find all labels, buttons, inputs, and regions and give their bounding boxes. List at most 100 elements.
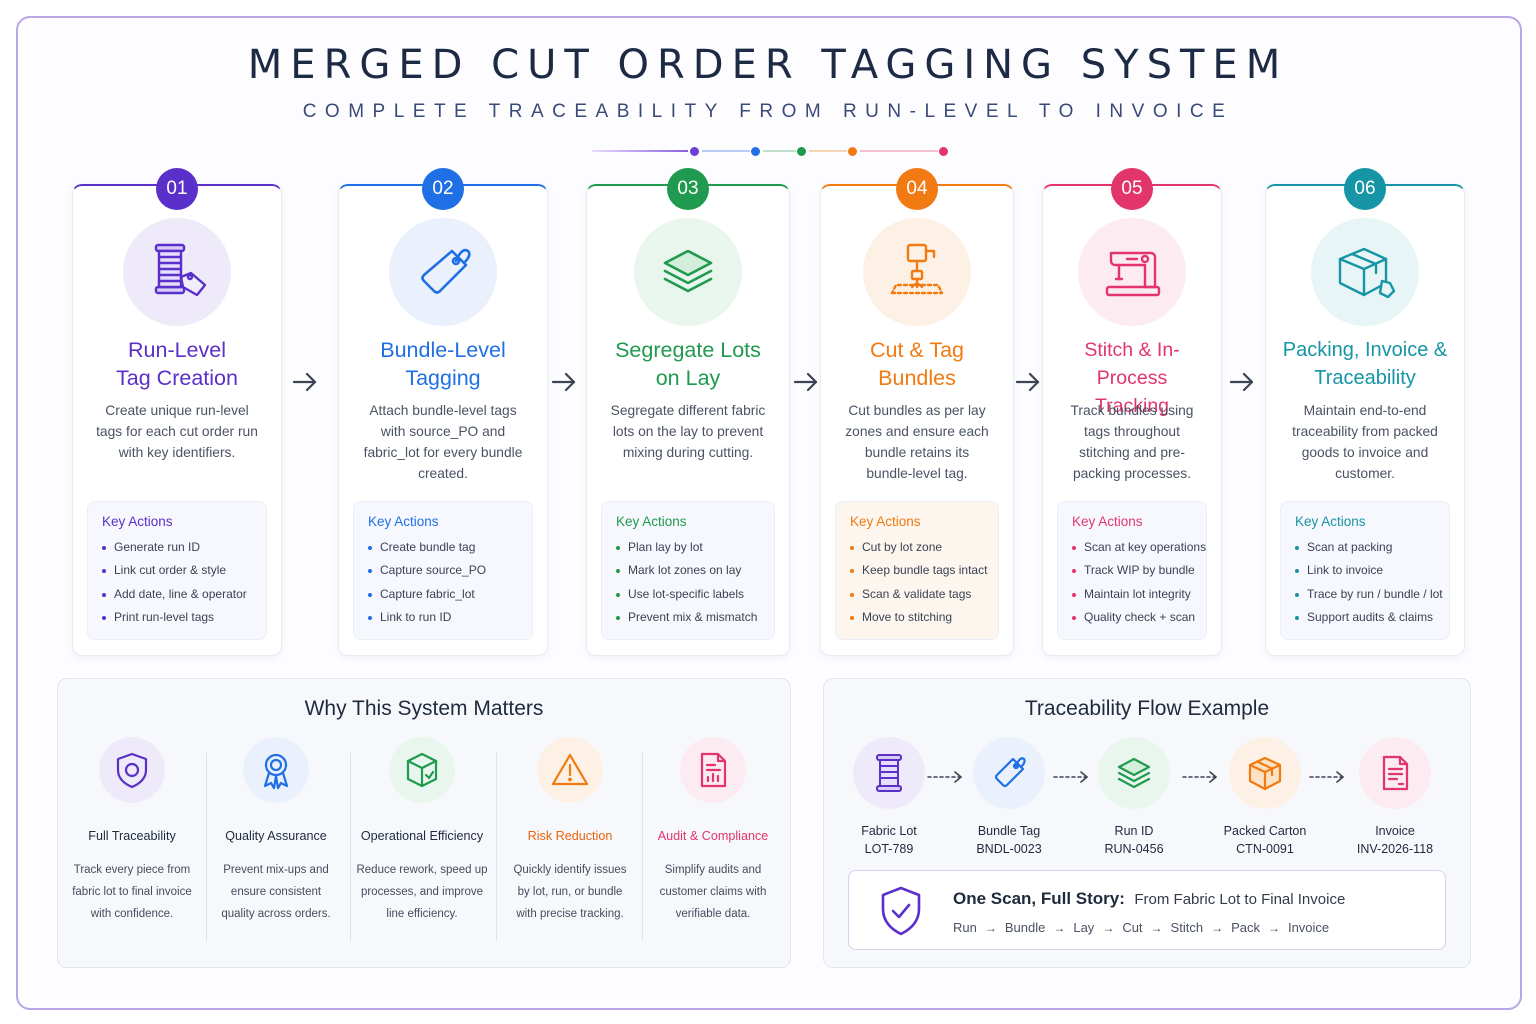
key-action-item: Quality check + scan <box>1072 606 1195 629</box>
step-arrow-icon <box>292 372 317 392</box>
why-item-traceability: Full Traceability Track every piece from… <box>60 737 204 937</box>
step-description: Track bundles using tags throughout stit… <box>1070 403 1194 481</box>
key-action-item: Capture fabric_lot <box>368 583 518 606</box>
report-document-icon <box>680 737 746 803</box>
dashed-arrow-icon <box>1182 771 1218 783</box>
dashed-arrow-icon <box>1053 771 1089 783</box>
why-item-title: Audit & Compliance <box>657 829 769 843</box>
divider <box>350 753 351 941</box>
step-number-badge: 06 <box>1344 168 1386 210</box>
step-description: Maintain end-to-end traceability from pa… <box>1292 403 1438 481</box>
key-action-item: Capture source_PO <box>368 559 518 582</box>
layers-icon <box>634 218 742 326</box>
cutting-machine-icon <box>863 218 971 326</box>
thread-spool-tag-icon <box>123 218 231 326</box>
why-item-title: Full Traceability <box>88 829 176 843</box>
tag-icon <box>389 218 497 326</box>
step-arrow-icon <box>793 372 818 392</box>
step-number-badge: 02 <box>422 168 464 210</box>
key-action-item: Track WIP by bundle <box>1072 559 1195 582</box>
step-number-badge: 03 <box>667 168 709 210</box>
page-subtitle: COMPLETE TRACEABILITY FROM RUN-LEVEL TO … <box>302 101 1234 122</box>
key-actions-box: Key Actions Plan lay by lot Mark lot zon… <box>601 501 775 640</box>
key-action-item: Plan lay by lot <box>616 536 760 559</box>
one-scan-callout: One Scan, Full Story: From Fabric Lot to… <box>848 870 1446 950</box>
tag-icon <box>973 737 1045 809</box>
key-actions-title: Key Actions <box>1072 514 1143 529</box>
divider <box>206 753 207 941</box>
step-description: Segregate different fabric lots on the l… <box>610 403 766 460</box>
key-action-item: Keep bundle tags intact <box>850 559 987 582</box>
key-action-item: Generate run ID <box>102 536 252 559</box>
step-description: Cut bundles as per lay zones and ensure … <box>845 403 989 481</box>
package-tag-icon <box>1311 218 1419 326</box>
key-actions-title: Key Actions <box>102 514 173 529</box>
divider <box>642 753 643 941</box>
step-arrow-icon <box>1015 372 1040 392</box>
why-item-title: Quality Assurance <box>225 829 327 843</box>
step-card-packing-invoice: 06 Packing, Invoice &Traceability Mainta… <box>1265 168 1465 656</box>
key-actions-title: Key Actions <box>1295 514 1366 529</box>
key-actions-title: Key Actions <box>368 514 439 529</box>
award-ribbon-icon <box>243 737 309 803</box>
sewing-machine-icon <box>1078 218 1186 326</box>
key-action-item: Scan & validate tags <box>850 583 984 606</box>
key-actions-box: Key Actions Cut by lot zone Keep bundle … <box>835 501 999 640</box>
key-actions-box: Key Actions Scan at key operations Track… <box>1057 501 1207 640</box>
scan-steps-chain: Run→Bundle→Lay→Cut→Stitch→Pack→Invoice <box>953 920 1330 935</box>
why-item-title: Operational Efficiency <box>360 829 484 843</box>
key-actions-title: Key Actions <box>850 514 921 529</box>
step-description: Attach bundle-level tags with source_PO … <box>363 403 523 481</box>
why-item-efficiency: Operational Efficiency Reduce rework, sp… <box>350 737 494 937</box>
cube-check-icon <box>389 737 455 803</box>
dashed-arrow-icon <box>1309 771 1345 783</box>
decorative-divider <box>592 143 952 159</box>
key-action-item: Mark lot zones on lay <box>616 559 760 582</box>
key-actions-title: Key Actions <box>616 514 687 529</box>
key-action-item: Trace by run / bundle / lot <box>1295 583 1443 606</box>
package-icon <box>1229 737 1301 809</box>
thread-spool-icon <box>853 737 925 809</box>
layers-icon <box>1098 737 1170 809</box>
key-action-item: Scan at key operations <box>1072 536 1206 559</box>
key-action-item: Prevent mix & mismatch <box>616 606 760 629</box>
key-action-item: Link to run ID <box>368 606 518 629</box>
key-action-item: Use lot-specific labels <box>616 583 760 606</box>
step-arrow-icon <box>551 372 576 392</box>
step-number-badge: 04 <box>896 168 938 210</box>
invoice-icon <box>1359 737 1431 809</box>
key-action-item: Support audits & claims <box>1295 606 1435 629</box>
dashed-arrow-icon <box>927 771 963 783</box>
shield-icon <box>99 737 165 803</box>
why-panel-title: Why This System Matters <box>304 697 544 720</box>
step-title: Packing, Invoice &Traceability <box>1282 339 1448 389</box>
key-action-item: Print run-level tags <box>102 606 252 629</box>
key-action-item: Move to stitching <box>850 606 984 629</box>
key-action-item: Cut by lot zone <box>850 536 984 559</box>
warning-icon <box>537 737 603 803</box>
key-action-item: Link to invoice <box>1295 559 1435 582</box>
key-action-item: Maintain lot integrity <box>1072 583 1192 606</box>
why-panel: Why This System Matters Full Traceabilit… <box>57 678 791 968</box>
